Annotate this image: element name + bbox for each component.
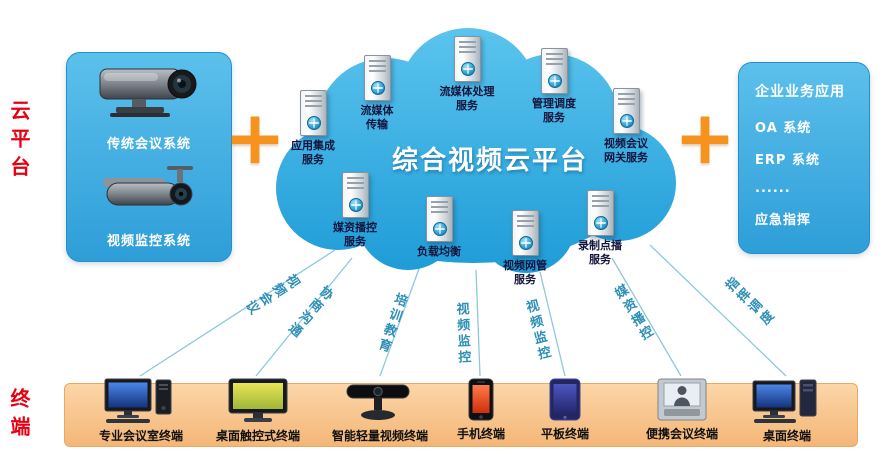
service-label: 管理调度 服务 — [532, 97, 576, 125]
cloud-service-management-scheduling: 管理调度 服务 — [510, 48, 598, 126]
connection-label: 培训教育 — [373, 290, 409, 356]
connection-label: 媒资播控 — [610, 282, 656, 346]
connection-label: 视频监控 — [521, 298, 553, 364]
cloud-service-load-balancing: 负载均衡 — [395, 196, 483, 259]
terminal-label: 专业会议室终端 — [98, 429, 183, 443]
cctv-camera-icon — [103, 166, 193, 206]
business-apps-title: 企业业务应用 — [755, 84, 845, 100]
side-label-terminal: 终端 — [7, 388, 31, 444]
cloud-shape — [276, 28, 676, 273]
service-label: 视频会议 网关服务 — [604, 137, 648, 165]
terminal-label: 平板终端 — [540, 427, 589, 441]
video-bar-icon — [346, 384, 410, 420]
terminal-label: 手机终端 — [456, 427, 505, 441]
connection-label: 视频会议 — [240, 269, 302, 317]
phone-icon — [468, 378, 494, 421]
business-app-item: ERP 系统 — [755, 153, 820, 168]
globe-icon — [518, 236, 533, 250]
cloud-service-app-integration: 应用集成 服务 — [269, 90, 357, 168]
server-icon — [363, 55, 391, 101]
terminal-label: 智能轻量视频终端 — [331, 429, 428, 443]
cloud-service-media-control: 媒资播控 服务 — [311, 172, 399, 250]
server-icon — [341, 172, 369, 218]
legacy-conference-label: 传统会议系统 — [106, 137, 191, 152]
desktop-pc-icon — [752, 379, 817, 423]
terminal-conference-room: 专业会议室终端 — [85, 378, 197, 444]
server-icon — [453, 36, 481, 82]
service-label: 应用集成 服务 — [291, 139, 335, 167]
business-app-item: 应急指挥 — [755, 213, 812, 228]
server-icon — [586, 190, 614, 236]
legacy-systems-panel: 传统会议系统 视频监控系统 — [66, 52, 232, 262]
terminal-label: 桌面触控式终端 — [215, 429, 300, 443]
globe-icon — [370, 81, 385, 95]
server-icon — [425, 196, 453, 242]
portable-conference-icon — [657, 378, 707, 421]
plus-left-icon: + — [224, 95, 287, 181]
cloud-service-network-management: 视频网管 服务 — [481, 210, 569, 288]
cloud-service-streaming-processing: 流媒体处理 服务 — [423, 36, 511, 114]
server-icon — [511, 210, 539, 256]
conference-pc-icon — [104, 378, 172, 423]
business-app-item: OA 系统 — [755, 121, 812, 136]
service-label: 录制点播 服务 — [578, 239, 622, 267]
globe-icon — [432, 222, 447, 236]
globe-icon — [460, 62, 475, 76]
service-label: 流媒体处理 服务 — [439, 85, 495, 113]
globe-icon — [593, 216, 608, 230]
service-label: 媒资播控 服务 — [333, 221, 377, 249]
server-icon — [299, 90, 327, 136]
business-app-item: ...... — [755, 181, 791, 196]
terminal-phone: 手机终端 — [445, 378, 517, 442]
service-label: 流媒体 传输 — [360, 104, 394, 132]
connection-line — [611, 257, 682, 377]
server-icon — [612, 88, 640, 134]
cloud-service-conference-gateway: 视频会议 网关服务 — [582, 88, 670, 166]
terminal-bar — [64, 383, 858, 447]
legacy-surveillance-label: 视频监控系统 — [106, 234, 191, 249]
globe-icon — [547, 74, 562, 88]
terminal-tablet: 平板终端 — [527, 378, 603, 442]
terminal-desktop-touch: 桌面触控式终端 — [204, 378, 312, 444]
connection-label: 视频监控 — [453, 301, 471, 367]
business-apps-panel: 企业业务应用 OA 系统 ERP 系统 ...... 应急指挥 — [738, 62, 870, 254]
globe-icon — [348, 198, 363, 212]
cloud-service-record-vod: 录制点播 服务 — [556, 190, 644, 268]
terminal-label: 便携会议终端 — [645, 427, 718, 441]
cloud-service-streaming-transport: 流媒体 传输 — [333, 55, 421, 133]
connection-label: 指挥调度 — [720, 275, 778, 331]
globe-icon — [306, 116, 321, 130]
connection-line — [475, 269, 481, 377]
terminal-portable-conference: 便携会议终端 — [629, 378, 735, 442]
service-label: 视频网管 服务 — [503, 259, 547, 287]
globe-icon — [619, 114, 634, 128]
server-icon — [540, 48, 568, 94]
tablet-icon — [549, 378, 581, 421]
service-label: 负载均衡 — [417, 245, 461, 258]
touch-monitor-icon — [228, 378, 288, 422]
conference-camera-icon — [99, 68, 197, 117]
terminal-smart-video: 智能轻量视频终端 — [318, 378, 442, 444]
cloud-title: 综合视频云平台 — [392, 146, 589, 176]
plus-right-icon: + — [674, 95, 737, 181]
terminal-label: 桌面终端 — [762, 429, 811, 443]
terminal-desktop: 桌面终端 — [742, 378, 832, 444]
side-label-cloud-platform: 云平台 — [7, 100, 31, 184]
